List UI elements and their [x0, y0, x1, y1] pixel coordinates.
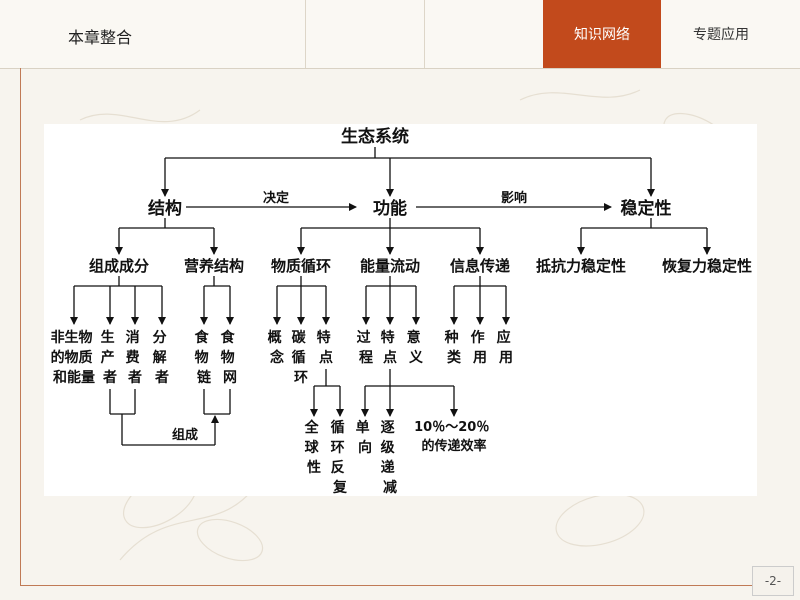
node-ecosystem: 生态系统 — [341, 126, 409, 147]
leaf-types: 种 类 — [444, 329, 464, 366]
leaf-concept: 概 念 — [268, 329, 287, 366]
node-structure: 结构 — [148, 198, 182, 219]
node-stability: 稳定性 — [621, 198, 672, 219]
tab-topic-application[interactable]: 专题应用 — [693, 27, 749, 43]
frame-line-left — [20, 68, 21, 586]
node-resilience-stability: 恢复力稳定性 — [662, 257, 752, 275]
relation-affects: 影响 — [501, 190, 527, 206]
leaf-application: 应 用 — [497, 329, 516, 366]
concept-map-svg: 生态系统 结构 功能 稳定性 决定 影响 组成成分 营养结构 物质循环 能量流动… — [51, 126, 752, 496]
leaf-food-web: 食 物 网 — [221, 329, 240, 386]
leaf-efficiency: 10％～20％ 的传递效率 — [414, 420, 494, 454]
relation-determines: 决定 — [263, 190, 289, 206]
leaf-role: 作 用 — [471, 329, 490, 366]
leaf-carbon-cycle: 碳 循 环 — [292, 329, 311, 386]
node-material-cycle: 物质循环 — [271, 257, 331, 275]
leaf-global: 全 球 性 — [304, 419, 324, 476]
header-segment — [424, 0, 544, 68]
leaf-process: 过 程 — [357, 329, 376, 366]
frame-line-bottom — [20, 585, 780, 586]
node-resistance-stability: 抵抗力稳定性 — [536, 257, 626, 275]
node-function: 功能 — [373, 198, 407, 219]
leaf-cycle-features: 特 点 — [317, 329, 336, 366]
top-bar: 本章整合 知识网络 专题应用 — [0, 0, 800, 69]
node-trophic-structure: 营养结构 — [184, 257, 244, 275]
leaf-nonbiotic: 非生物 的物质 和能量 — [51, 329, 98, 386]
leaf-food-chain: 食 物 链 — [195, 329, 214, 386]
leaf-consumer: 消 费 者 — [126, 329, 145, 386]
leaf-decreasing: 逐 级 递 减 — [381, 420, 400, 496]
page-number: -2- — [752, 566, 794, 596]
tab-knowledge-network[interactable]: 知识网络 — [543, 0, 661, 68]
node-energy-flow: 能量流动 — [360, 257, 420, 275]
node-info-transfer: 信息传递 — [450, 257, 510, 275]
header-segment — [305, 0, 425, 68]
node-components: 组成成分 — [89, 257, 149, 275]
leaf-energy-features: 特 点 — [381, 329, 400, 366]
leaf-one-way: 单 向 — [356, 419, 375, 456]
relation-composes: 组成 — [172, 427, 198, 443]
connector-lines — [70, 147, 711, 446]
leaf-significance: 意 义 — [407, 329, 426, 366]
leaf-decomposer: 分 解 者 — [153, 330, 172, 386]
leaf-producer: 生 产 者 — [101, 329, 120, 386]
chapter-title: 本章整合 — [68, 28, 133, 47]
ecosystem-concept-map: 生态系统 结构 功能 稳定性 决定 影响 组成成分 营养结构 物质循环 能量流动… — [44, 124, 757, 496]
leaf-cyclic: 循 环 反 复 — [331, 419, 350, 496]
header-segment — [0, 0, 306, 68]
